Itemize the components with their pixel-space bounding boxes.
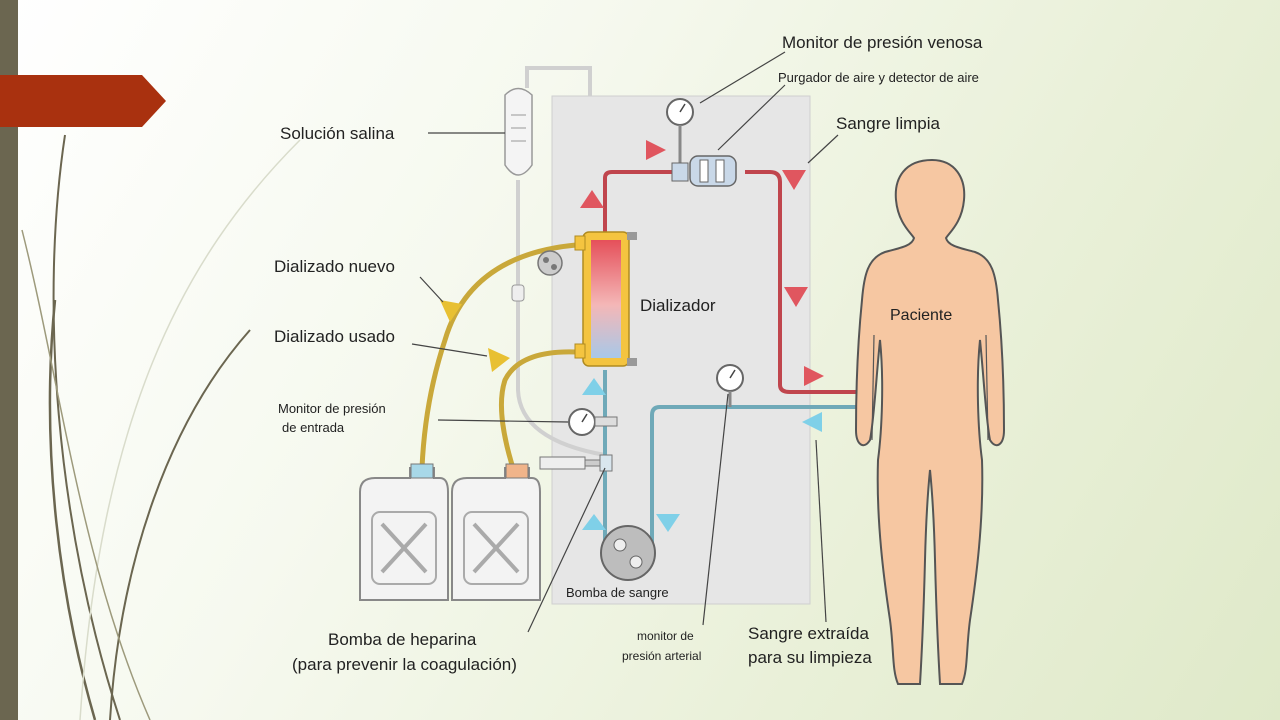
dialyzer <box>574 231 637 367</box>
leader-lines <box>411 51 839 633</box>
venous-pressure-gauge <box>666 98 694 165</box>
label-sangre-extraida-2: para su limpieza <box>748 648 872 667</box>
title-marker-tab <box>0 75 166 127</box>
label-monitor-entrada-2: de entrada <box>282 420 345 435</box>
saline-bag <box>504 87 533 176</box>
fresh-dialysate-line <box>419 242 577 469</box>
arterial-pressure-gauge <box>716 364 744 407</box>
clean-blood-line <box>603 170 866 394</box>
label-dializado-nuevo: Dializado nuevo <box>274 257 395 276</box>
label-monitor-venosa: Monitor de presión venosa <box>782 33 983 52</box>
label-dializado-usado: Dializado usado <box>274 327 395 346</box>
label-solucion-salina: Solución salina <box>280 124 395 143</box>
label-paciente: Paciente <box>890 307 952 324</box>
label-monitor-entrada-1: Monitor de presión <box>278 401 386 416</box>
fresh-dialysate-canister <box>359 463 449 601</box>
used-dialysate-line <box>498 349 577 469</box>
label-monitor-arterial-2: presión arterial <box>622 649 701 663</box>
used-dialysate-canister <box>451 463 541 601</box>
label-purgador: Purgador de aire y detector de aire <box>778 70 979 85</box>
label-bomba-heparina-1: Bomba de heparina <box>328 630 477 649</box>
label-sangre-extraida-1: Sangre extraída <box>748 624 870 643</box>
inlet-pressure-gauge <box>568 408 618 436</box>
label-bomba-heparina-2: (para prevenir la coagulación) <box>292 655 517 674</box>
label-dializador: Dializador <box>640 296 716 315</box>
dialysate-pump-gauge <box>537 250 563 276</box>
label-bomba-sangre: Bomba de sangre <box>566 585 669 600</box>
air-trap-detector <box>671 155 737 187</box>
label-sangre-limpia: Sangre limpia <box>836 114 940 133</box>
decorative-curves <box>21 134 301 720</box>
left-accent-bar <box>0 0 18 720</box>
blue-flow-arrows <box>582 378 822 532</box>
heparin-syringe <box>539 454 613 472</box>
patient-figure <box>854 158 1006 685</box>
blood-pump <box>600 525 656 581</box>
dialysate-flow-arrows <box>440 300 510 372</box>
label-monitor-arterial-1: monitor de <box>637 629 694 643</box>
red-flow-arrows <box>580 140 824 386</box>
